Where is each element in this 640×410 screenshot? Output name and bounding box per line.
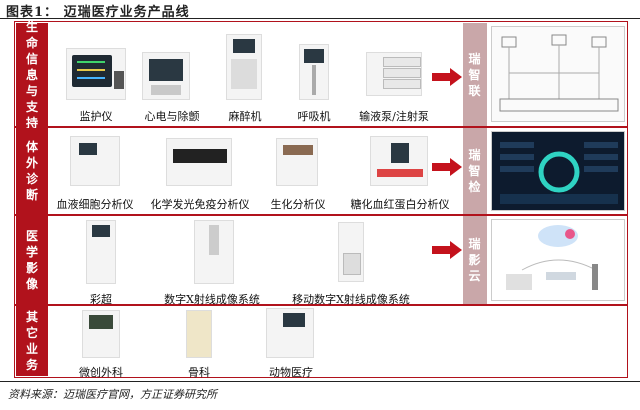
minimally-invasive-surgery-image	[82, 310, 120, 358]
product-label: 糖化血红蛋白分析仪	[350, 198, 450, 211]
platform-ruizhijian: 瑞智检	[463, 128, 487, 214]
hematology-analyzer-image	[70, 136, 120, 186]
row-divider-1	[14, 126, 628, 128]
ventilator-image	[299, 44, 329, 100]
row-divider-2	[14, 214, 628, 216]
monitor-image	[66, 48, 126, 100]
title-rule	[0, 18, 640, 19]
anesthesia-machine-image	[226, 34, 262, 100]
category-life-support: 生命信息与支持	[16, 20, 48, 130]
arrow-right-icon	[432, 68, 462, 86]
category-imaging: 医学影像	[16, 216, 48, 304]
ultrasound-image	[86, 220, 116, 284]
product-label: 动物医疗	[269, 366, 313, 379]
mobile-xray-image	[338, 222, 364, 282]
product-label: 彩超	[90, 293, 112, 306]
defibrillator-image	[142, 52, 190, 100]
product-label: 血液细胞分析仪	[56, 198, 134, 211]
animal-medical-image	[266, 308, 314, 358]
product-label: 化学发光免疫分析仪	[150, 198, 250, 211]
platform-ruizhilian: 瑞智联	[463, 23, 487, 126]
digital-xray-image	[194, 220, 234, 284]
product-label: 数字X射线成像系统	[164, 293, 260, 306]
orthopedics-image	[186, 310, 212, 358]
product-label: 移动数字X射线成像系统	[292, 293, 410, 306]
product-label: 输液泵/注射泵	[359, 110, 429, 123]
product-label: 心电与除颤	[144, 110, 200, 123]
category-ivd: 体外诊断	[16, 128, 48, 214]
product-label: 骨科	[188, 366, 210, 379]
platform-ruiyingyun: 瑞影云	[463, 216, 487, 304]
product-label: 麻醉机	[228, 110, 262, 123]
figure-title: 图表1： 迈瑞医疗业务产品线	[6, 5, 190, 20]
category-other: 其它业务	[16, 306, 48, 376]
biochemistry-analyzer-image	[276, 138, 318, 186]
chemiluminescence-analyzer-image	[166, 138, 232, 186]
product-label: 呼吸机	[297, 110, 331, 123]
source-rule	[0, 381, 640, 382]
lab-dashboard-thumbnail	[491, 131, 625, 211]
product-label: 生化分析仪	[270, 198, 326, 211]
infusion-pump-image	[366, 52, 422, 96]
product-label: 监护仪	[79, 110, 113, 123]
product-line-frame	[14, 21, 628, 378]
network-diagram-thumbnail	[491, 26, 625, 122]
source-note: 资料来源：迈瑞医疗官网，方正证券研究所	[8, 388, 217, 401]
imaging-cloud-thumbnail	[491, 219, 625, 301]
row-divider-3	[14, 304, 628, 306]
product-label: 微创外科	[79, 366, 123, 379]
arrow-right-icon	[432, 241, 462, 259]
hba1c-analyzer-image	[370, 136, 428, 186]
arrow-right-icon	[432, 158, 462, 176]
